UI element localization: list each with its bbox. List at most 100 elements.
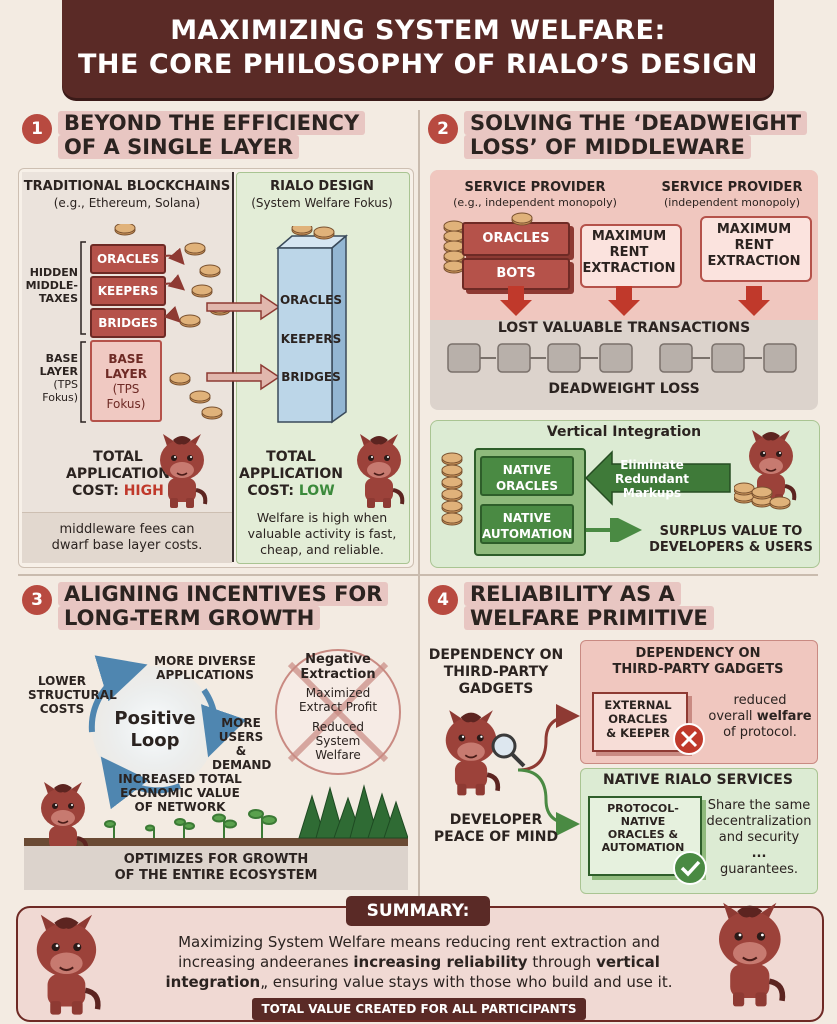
- opt1: OPTIMIZES FOR GROWTH: [123, 852, 309, 867]
- mre2a: MAXIMUM: [716, 222, 792, 237]
- no2: ORACLES: [495, 479, 559, 493]
- external-oracles-box: [592, 692, 688, 752]
- service-provider-2: SERVICE PROVIDER: [661, 180, 803, 195]
- coin-top: [511, 212, 533, 226]
- depr1: DEPENDENCY ON: [635, 646, 761, 661]
- cost-l1: TOTAL: [93, 449, 143, 465]
- cost-low: LOW: [298, 483, 335, 499]
- trad-base-layer-block: BASE LAYER (TPS Fokus): [90, 340, 162, 422]
- ext2: ORACLES: [608, 712, 668, 726]
- red2b: welfare: [756, 709, 812, 724]
- mre-box-2: [700, 216, 812, 282]
- note-r2: valuable activity is fast,: [247, 526, 397, 541]
- rialo-note: Welfare is high when valuable activity i…: [236, 510, 408, 558]
- users1: MORE: [221, 716, 261, 730]
- optimizes-text: OPTIMIZES FOR GROWTH OF THE ENTIRE ECOSY…: [24, 852, 408, 884]
- native-oracles-block: NATIVE ORACLES: [480, 456, 574, 496]
- x-error-icon: [673, 723, 705, 755]
- note-r3: cheap, and reliable.: [260, 542, 384, 557]
- neg3: Maximized: [305, 686, 371, 700]
- opt2: OF THE ENTIRE ECOSYSTEM: [114, 868, 318, 883]
- red1: reduced: [733, 693, 787, 708]
- share1: Share the same: [707, 798, 811, 813]
- rialo-oracles-label: ORACLES: [279, 293, 343, 307]
- vertical-divider: [418, 110, 420, 896]
- neg7: Welfare: [315, 748, 361, 762]
- base-block-4: Fokus): [106, 397, 146, 411]
- trad-oracles-block: ORACLES: [90, 244, 166, 274]
- summary-line-2d: vertical: [596, 953, 660, 971]
- service-provider-2-sub: (independent monopoly): [663, 196, 801, 209]
- coin-stack-vi: [441, 452, 463, 526]
- share-guarantees-text: Share the same decentralization and secu…: [704, 798, 814, 878]
- dep3: GADGETS: [458, 681, 534, 697]
- section-2-heading-line1: SOLVING THE ‘DEADWEIGHT: [464, 111, 808, 135]
- reduced-welfare-text: reduced overall welfare of protocol.: [708, 693, 812, 741]
- hidden-1: HIDDEN: [29, 266, 78, 279]
- cost-l3: COST:: [72, 483, 119, 499]
- mre1c: EXTRACTION: [582, 261, 676, 276]
- vertical-integration-heading: Vertical Integration: [546, 424, 702, 440]
- pn2: ORACLES &: [607, 828, 679, 841]
- neg2: Extraction: [300, 667, 376, 682]
- dependency-label-right: DEPENDENCY ON THIRD-PARTY GADGETS: [580, 646, 816, 678]
- base-block-3: (TPS: [112, 382, 140, 396]
- summary-line-2a: increasing andeeranes: [178, 953, 354, 971]
- section-3-heading: ALIGNING INCENTIVES FOR LONG-TERM GROWTH: [58, 582, 389, 630]
- surplus-value-text: SURPLUS VALUE TO DEVELOPERS & USERS: [644, 524, 818, 556]
- native-services-heading: NATIVE RIALO SERVICES: [603, 772, 793, 788]
- pn1: PROTOCOL-NATIVE: [607, 802, 679, 828]
- summary-line-1: Maximizing System Welfare means reducing…: [178, 933, 660, 951]
- section-4-heading-line1: RELIABILITY AS A: [464, 582, 681, 606]
- service-provider-1-sub: (e.g., independent monopoly): [453, 196, 617, 209]
- transition-arrows: [206, 293, 281, 391]
- dev2: PEACE OF MIND: [433, 829, 559, 845]
- lost-valuable-transactions: LOST VALUABLE TRANSACTIONS: [497, 320, 751, 336]
- note-l1: middleware fees can: [59, 522, 195, 537]
- section-3-heading-line1: ALIGNING INCENTIVES FOR: [58, 582, 389, 606]
- horse-mascot-summary-right: [712, 900, 788, 1012]
- section-2-heading-line2: LOSS’ OF MIDDLEWARE: [464, 135, 751, 159]
- no1: NATIVE: [502, 463, 552, 477]
- dep1: DEPENDENCY ON: [428, 647, 564, 663]
- note-r1: Welfare is high when: [256, 510, 388, 525]
- external-oracles-text: EXTERNAL ORACLES & KEEPER: [592, 698, 684, 740]
- summary-line-2b: increasing reliability: [353, 953, 528, 971]
- lower1: LOWER: [37, 674, 87, 688]
- red3: of protocol.: [723, 725, 797, 740]
- trad-note-box: [22, 512, 232, 563]
- flying-coins: [114, 224, 231, 420]
- magnifier-icon: [491, 733, 526, 768]
- share3: and security: [718, 830, 800, 845]
- rialo-heading: RIALO DESIGN: [270, 179, 374, 194]
- summary-line-3b: „ ensuring value stays with those who bu…: [260, 973, 673, 991]
- trad-keepers-block: KEEPERS: [90, 276, 166, 306]
- neg1: Negative: [305, 652, 371, 667]
- note-l2: dwarf base layer costs.: [51, 538, 203, 553]
- inc2: ECONOMIC VALUE: [120, 786, 240, 800]
- section-2-number: 2: [428, 114, 458, 144]
- horizontal-divider: [18, 574, 818, 576]
- ext3: & KEEPER: [606, 726, 670, 740]
- elim3: Markups: [622, 486, 682, 500]
- section-2-heading: SOLVING THE ‘DEADWEIGHT LOSS’ OF MIDDLEW…: [464, 111, 808, 159]
- summary-text: Maximizing System Welfare means reducing…: [120, 932, 718, 992]
- neg6: System: [315, 734, 361, 748]
- sp-oracles-block: ORACLES: [462, 222, 570, 256]
- growth-scene: [24, 784, 408, 846]
- summary-line-2c: through: [527, 953, 597, 971]
- cost-r3: COST:: [247, 483, 294, 499]
- total-value-bar: TOTAL VALUE CREATED FOR ALL PARTICIPANTS: [252, 998, 586, 1020]
- base-side-2: LAYER: [39, 365, 78, 378]
- share5: guarantees.: [719, 862, 798, 877]
- mre1a: MAXIMUM: [591, 229, 667, 244]
- hidden-bracket: [80, 241, 86, 335]
- eliminate-text: Eliminate Redundant Markups: [612, 458, 692, 500]
- lower3: COSTS: [39, 702, 85, 716]
- users2: USERS &: [218, 730, 264, 758]
- negative-extraction-circle: [275, 649, 401, 775]
- rialo-integrated-block: [275, 226, 349, 424]
- base-layer-side-label: BASE LAYER (TPS Fokus): [24, 352, 78, 404]
- base-side-1: BASE: [45, 352, 78, 365]
- rialo-subheading: (System Welfare Fokus): [251, 196, 393, 210]
